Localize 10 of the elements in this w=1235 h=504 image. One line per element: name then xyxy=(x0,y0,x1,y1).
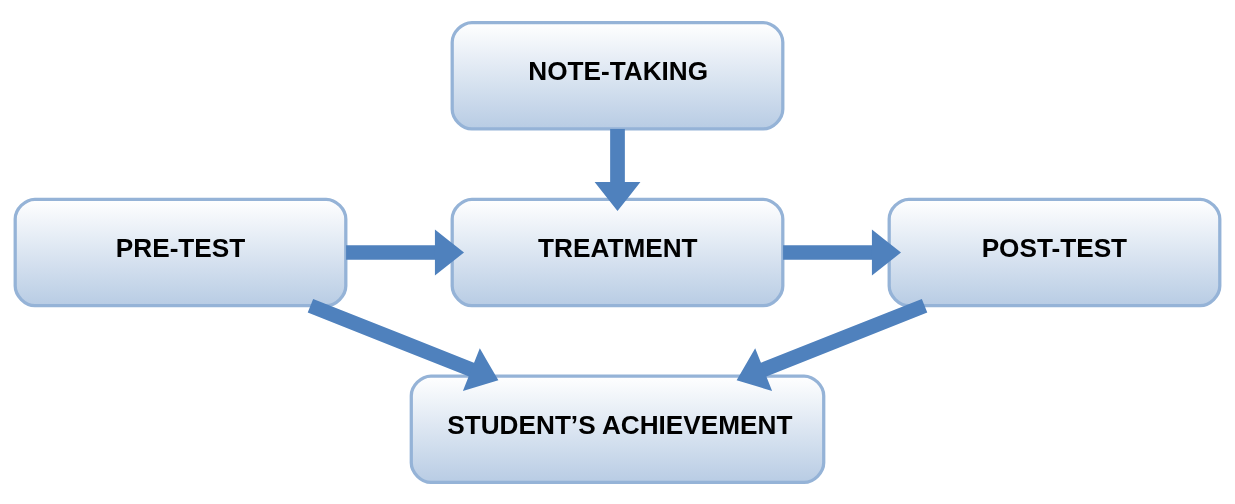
node-box: POST-TEST xyxy=(887,197,1222,307)
node-box: STUDENT’S ACHIEVEMENT xyxy=(409,373,826,484)
arrow xyxy=(783,229,901,275)
arrow xyxy=(736,298,928,391)
arrow xyxy=(594,128,641,211)
arrow xyxy=(307,298,499,391)
node-box: TREATMENT xyxy=(450,197,785,307)
node-box: NOTE-TAKING xyxy=(450,20,785,131)
node-box: PRE-TEST xyxy=(13,197,348,307)
arrow xyxy=(346,229,464,275)
